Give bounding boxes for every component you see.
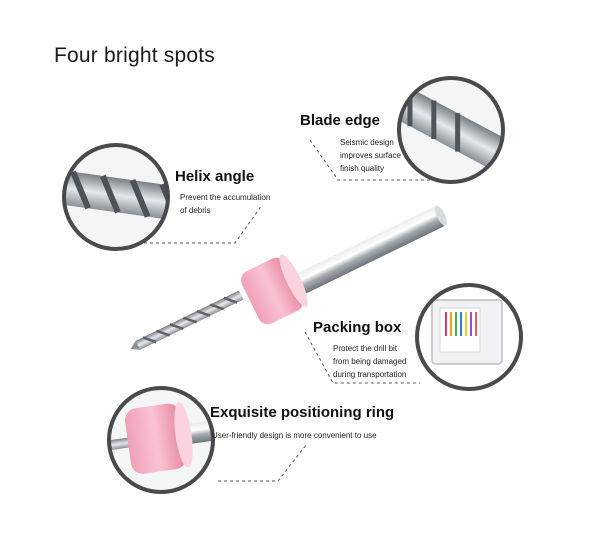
page-title: Four bright spots	[54, 44, 215, 67]
positioning-ring-circle	[107, 386, 215, 494]
blade-edge-description: Seismic design improves surface finish q…	[340, 138, 401, 173]
blade-edge-title: Blade edge	[300, 112, 381, 129]
positioning-ring-title: Exquisite positioning ring	[210, 404, 395, 421]
packing-box-circle	[415, 283, 523, 391]
helix-angle-title: Helix angle	[175, 168, 255, 185]
leader-lines	[138, 139, 440, 482]
positioning-ring-zoom	[109, 388, 213, 492]
packing-box-title: Packing box	[313, 319, 402, 336]
helix-angle-description: Prevent the accumulation of debris	[180, 193, 271, 215]
blade-edge-circle	[397, 76, 505, 184]
drill-bit-image	[130, 205, 447, 350]
blade-edge-zoom	[399, 78, 503, 182]
packing-box-description: Protect the drill bit from being damaged…	[333, 344, 407, 379]
positioning-ring-description: User-friendly design is more convenient …	[212, 431, 377, 440]
helix-angle-circle	[62, 143, 170, 251]
helix-angle-zoom	[64, 145, 168, 249]
packing-box-zoom	[417, 285, 521, 389]
